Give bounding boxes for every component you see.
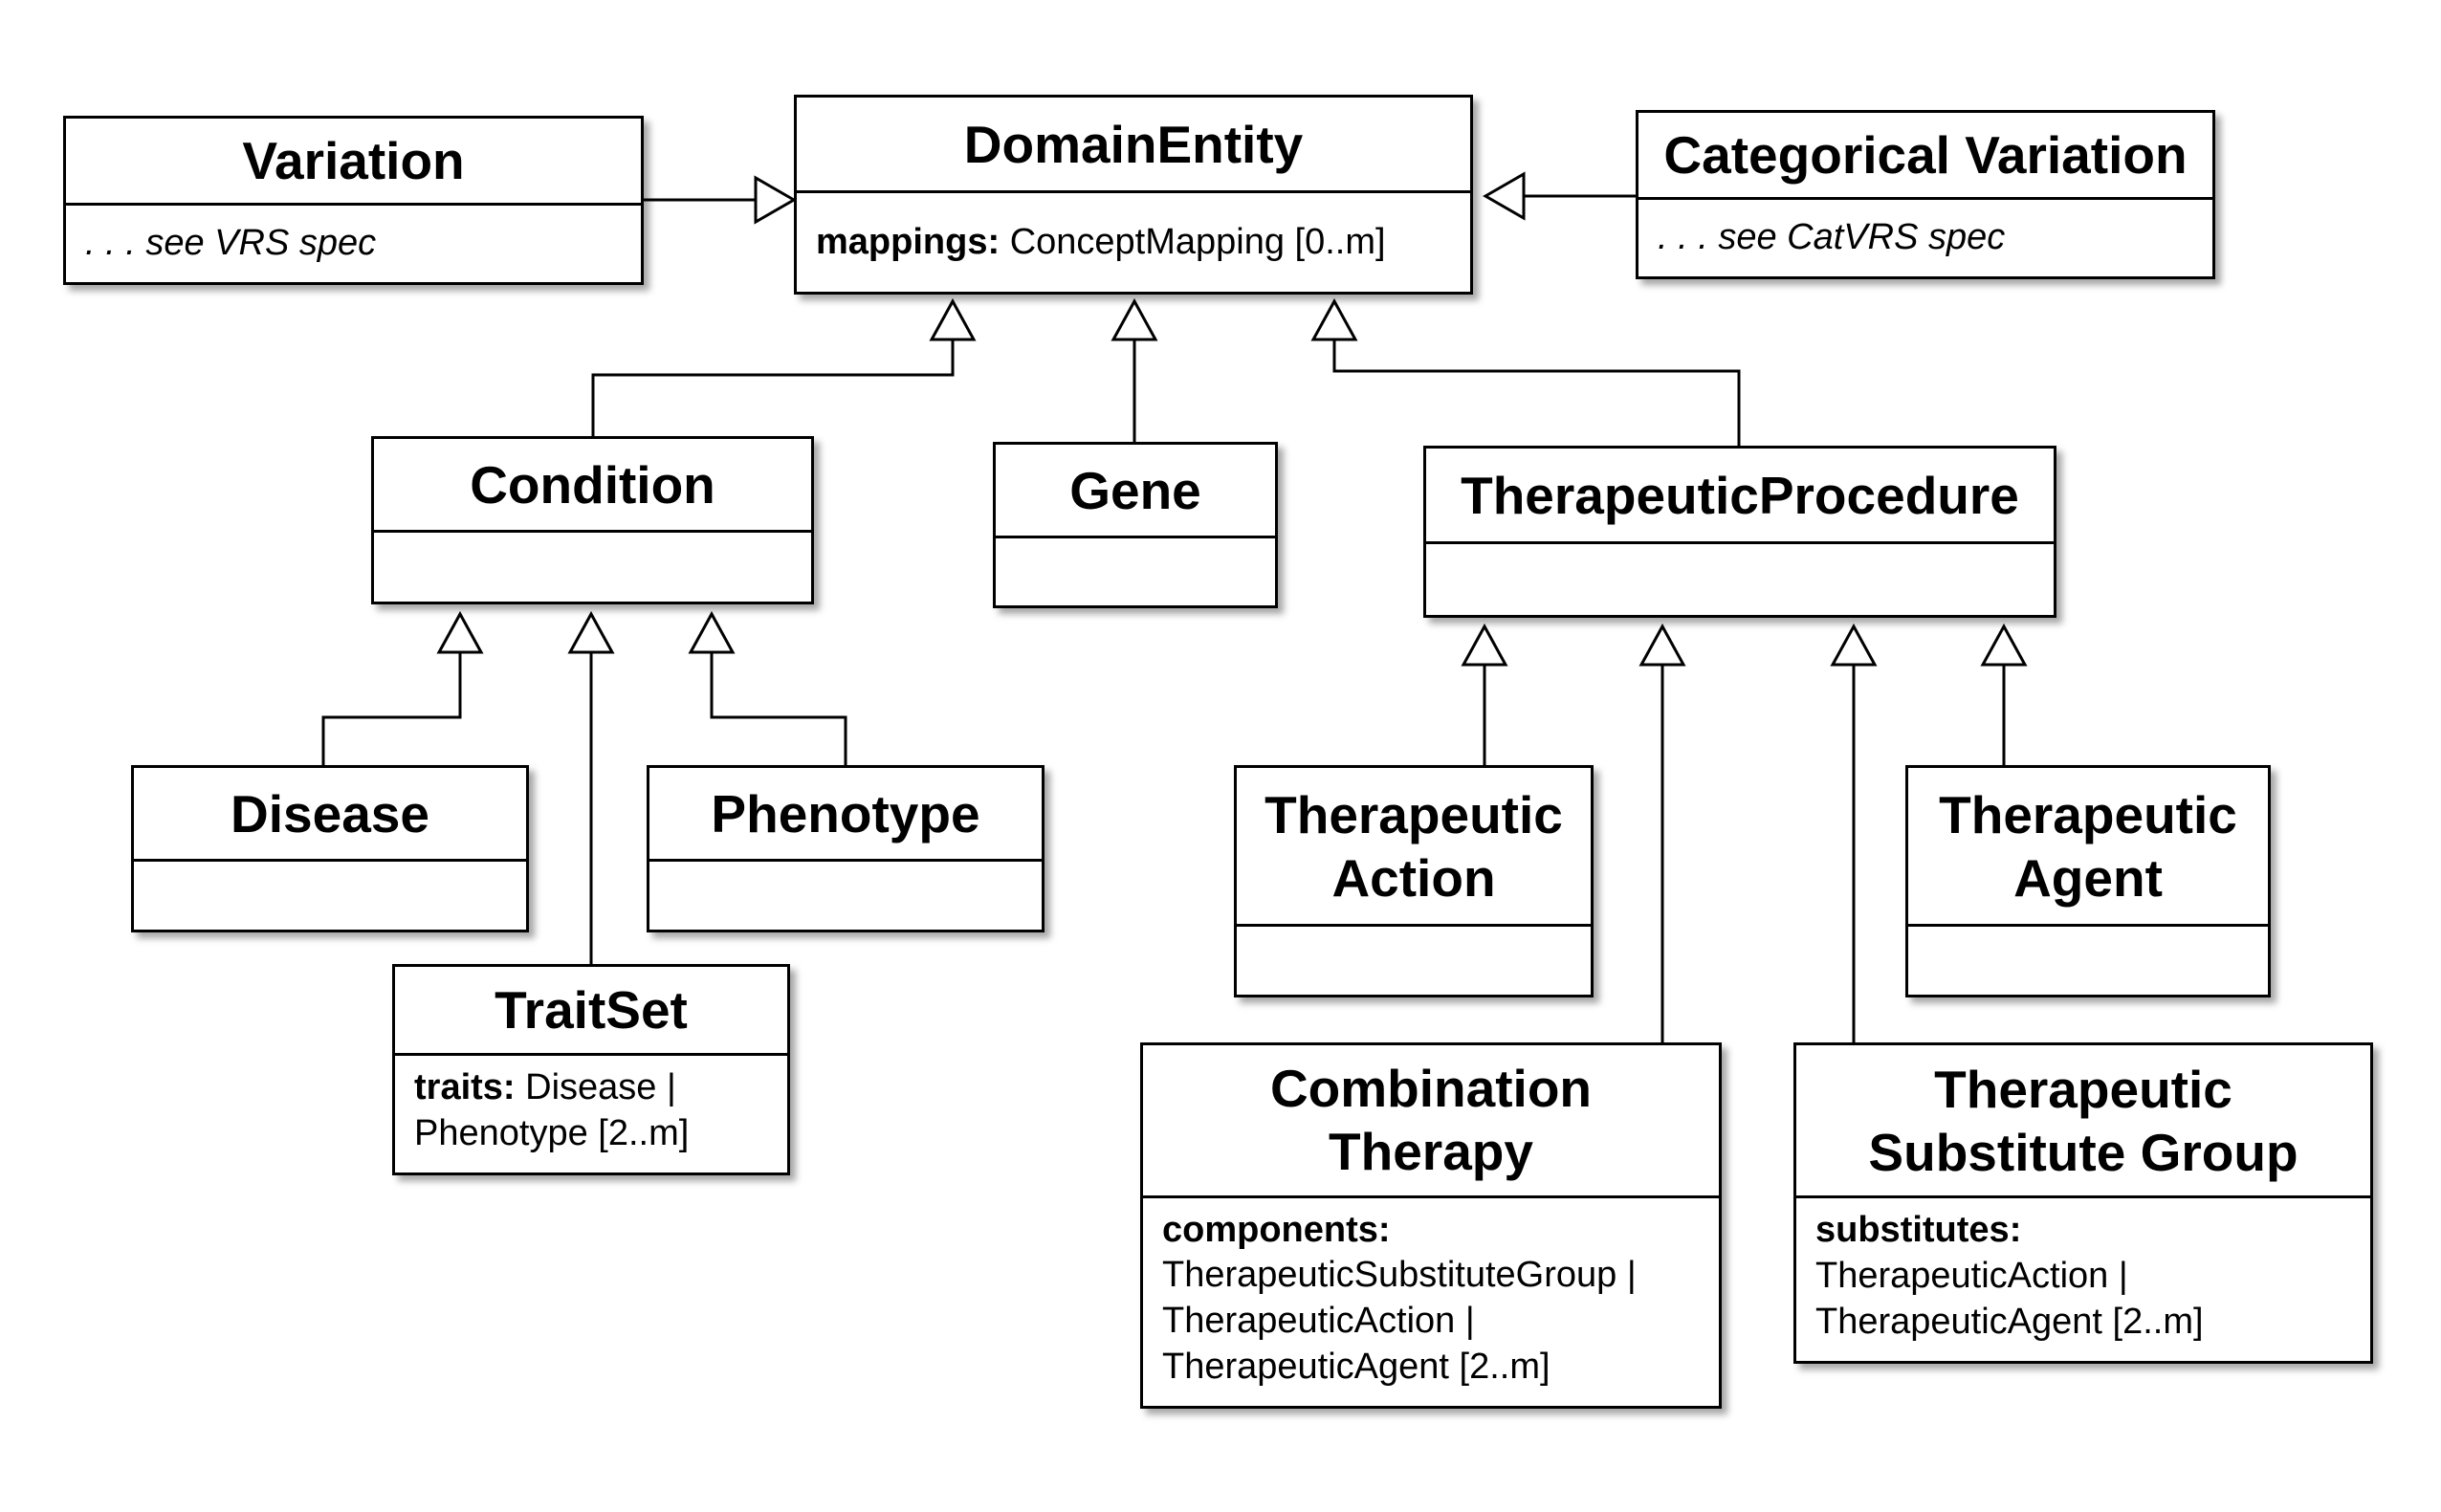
class-name-text: Disease bbox=[231, 783, 429, 844]
class-name: TraitSet bbox=[395, 967, 787, 1057]
class-name: Condition bbox=[374, 439, 811, 533]
class-name-line-2: Agent bbox=[2013, 847, 2163, 908]
class-name-text: TherapeuticProcedure bbox=[1461, 465, 2019, 525]
arrowhead-theraction-therproc bbox=[1461, 623, 1508, 667]
class-name-line-1: Therapeutic bbox=[1264, 784, 1563, 844]
class-name: Phenotype bbox=[649, 768, 1042, 862]
arrowhead-condition-domainentity bbox=[929, 297, 977, 341]
class-categorical-variation: Categorical Variation . . . see CatVRS s… bbox=[1636, 110, 2215, 279]
class-body: . . . see CatVRS spec bbox=[1638, 200, 2212, 276]
class-name-line-1: Therapeutic bbox=[1939, 784, 2237, 844]
class-body bbox=[1237, 927, 1591, 995]
class-condition: Condition bbox=[371, 436, 814, 604]
class-body bbox=[374, 533, 811, 602]
class-name-line-2: Substitute Group bbox=[1868, 1122, 2298, 1182]
class-name: Therapeutic Action bbox=[1237, 768, 1591, 927]
class-disease: Disease bbox=[131, 765, 529, 932]
attribute-mappings: mappings: ConceptMapping [0..m] bbox=[816, 220, 1451, 266]
attribute-value-line: TherapeuticAgent [2..m] bbox=[1162, 1347, 1550, 1388]
class-name-line-1: Combination bbox=[1269, 1059, 1593, 1119]
attribute-key: substitutes: bbox=[1815, 1210, 2022, 1251]
class-name-text: Phenotype bbox=[711, 783, 980, 844]
class-therapeutic-action: Therapeutic Action bbox=[1234, 765, 1594, 997]
class-name: Variation bbox=[66, 119, 641, 207]
edge-phenotype-condition bbox=[710, 652, 847, 765]
arrowhead-catvariation-domainentity bbox=[1482, 171, 1526, 221]
class-therapeutic-agent: Therapeutic Agent bbox=[1905, 765, 2271, 997]
arrowhead-gene-domainentity bbox=[1111, 297, 1158, 341]
attribute-traits: traits: Disease | bbox=[414, 1065, 768, 1111]
attribute-value-line: TherapeuticAgent [2..m] bbox=[1815, 1302, 2204, 1343]
class-body: traits: Disease | Phenotype [2..m] bbox=[395, 1056, 787, 1172]
class-body bbox=[649, 862, 1042, 930]
class-name-text: Condition bbox=[470, 454, 715, 515]
attribute-value: Disease | bbox=[525, 1067, 676, 1108]
arrowhead-theragent-therproc bbox=[1980, 623, 2028, 667]
attribute-key: components: bbox=[1162, 1209, 1391, 1250]
class-name: Categorical Variation bbox=[1638, 113, 2212, 201]
class-body bbox=[1908, 927, 2268, 995]
class-note: . . . see VRS spec bbox=[85, 223, 377, 264]
class-name-line-2: Action bbox=[1331, 847, 1496, 908]
class-trait-set: TraitSet traits: Disease | Phenotype [2.… bbox=[392, 964, 790, 1175]
arrowhead-traitset-condition bbox=[567, 610, 615, 654]
class-phenotype: Phenotype bbox=[647, 765, 1045, 932]
attribute-value-continued: Phenotype [2..m] bbox=[414, 1113, 690, 1154]
class-name: Combination Therapy bbox=[1143, 1045, 1719, 1198]
class-body bbox=[134, 862, 526, 930]
arrowhead-disease-condition bbox=[436, 610, 484, 654]
class-gene: Gene bbox=[993, 442, 1278, 608]
class-name: Disease bbox=[134, 768, 526, 862]
class-combination-therapy: Combination Therapy components: Therapeu… bbox=[1140, 1042, 1722, 1409]
attribute-key: mappings: bbox=[816, 222, 1001, 262]
class-variation: Variation . . . see VRS spec bbox=[63, 116, 644, 285]
class-body: mappings: ConceptMapping [0..m] bbox=[797, 193, 1470, 292]
class-therapeutic-substitute-group: Therapeutic Substitute Group substitutes… bbox=[1793, 1042, 2373, 1364]
arrowhead-therproc-domainentity bbox=[1310, 297, 1358, 341]
class-name-text: Gene bbox=[1069, 460, 1201, 520]
arrowhead-combination-therproc bbox=[1638, 623, 1686, 667]
class-name: DomainEntity bbox=[797, 98, 1470, 193]
attribute-value-line: TherapeuticSubstituteGroup | bbox=[1162, 1255, 1637, 1296]
arrowhead-variation-domainentity bbox=[754, 175, 798, 225]
edge-condition-domainentity bbox=[591, 340, 955, 440]
class-domain-entity: DomainEntity mappings: ConceptMapping [0… bbox=[794, 95, 1473, 295]
class-body: . . . see VRS spec bbox=[66, 206, 641, 282]
class-name-text: TraitSet bbox=[495, 980, 688, 1041]
class-name-line-1: Therapeutic bbox=[1934, 1059, 2232, 1119]
class-name: Therapeutic Agent bbox=[1908, 768, 2268, 927]
edge-therproc-domainentity bbox=[1332, 340, 1741, 448]
edge-disease-condition bbox=[321, 652, 462, 765]
class-name: Therapeutic Substitute Group bbox=[1796, 1045, 2370, 1199]
arrowhead-phenotype-condition bbox=[688, 610, 736, 654]
attribute-value-line: TherapeuticAction | bbox=[1815, 1256, 2128, 1297]
class-therapeutic-procedure: TherapeuticProcedure bbox=[1423, 446, 2056, 618]
class-name-text: Variation bbox=[242, 131, 465, 191]
arrowhead-subgroup-therproc bbox=[1830, 623, 1878, 667]
class-name: TherapeuticProcedure bbox=[1426, 449, 2054, 544]
attribute-value-line: TherapeuticAction | bbox=[1162, 1301, 1475, 1342]
class-name-line-2: Therapy bbox=[1329, 1122, 1533, 1182]
class-body: substitutes: TherapeuticAction | Therape… bbox=[1796, 1198, 2370, 1361]
class-note: . . . see CatVRS spec bbox=[1658, 217, 2006, 258]
class-name-text: Categorical Variation bbox=[1663, 125, 2188, 186]
attribute-key: traits: bbox=[414, 1067, 516, 1108]
class-body bbox=[1426, 544, 2054, 615]
class-body bbox=[996, 538, 1275, 605]
class-name-text: DomainEntity bbox=[963, 114, 1304, 174]
class-name: Gene bbox=[996, 445, 1275, 538]
class-body: components: TherapeuticSubstituteGroup |… bbox=[1143, 1198, 1719, 1407]
attribute-value: ConceptMapping [0..m] bbox=[1009, 222, 1386, 262]
